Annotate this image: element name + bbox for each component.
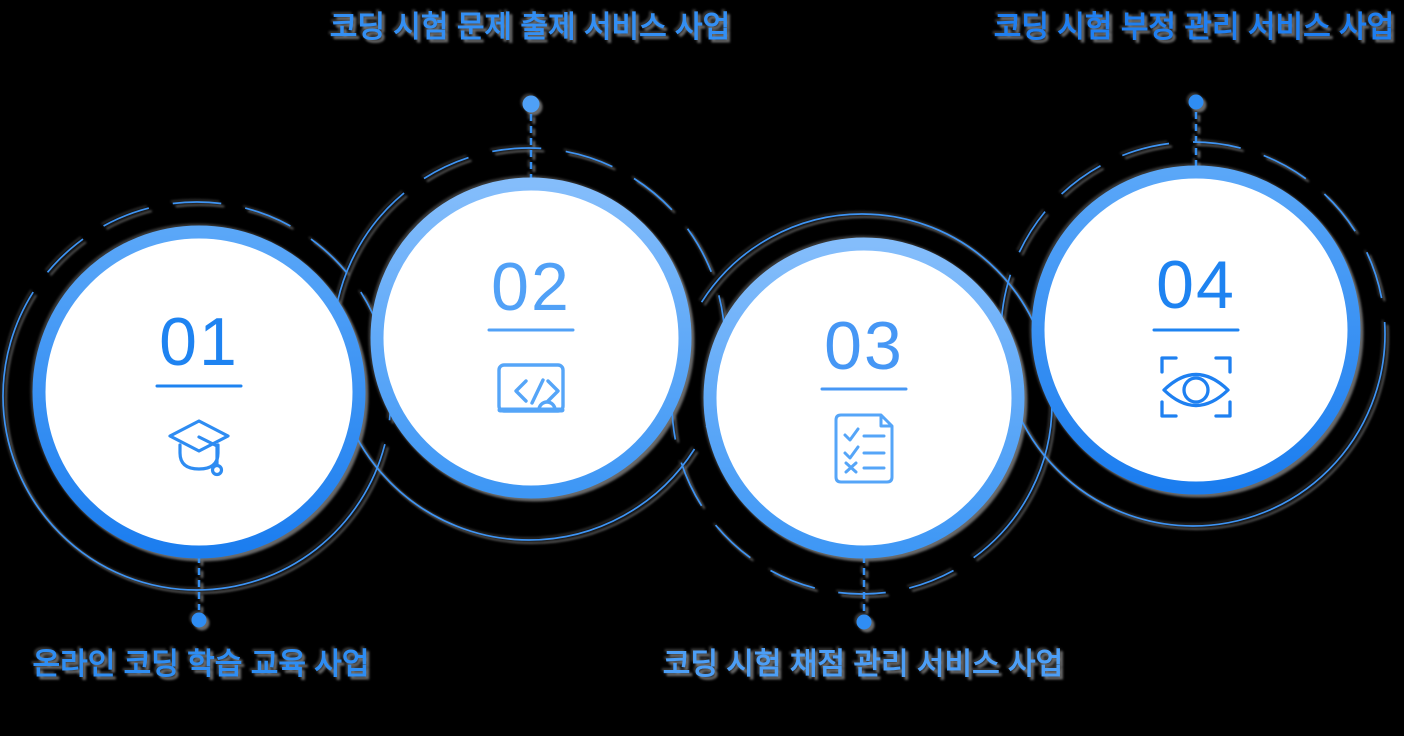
step-label-1: 온라인 코딩 학습 교육 사업 xyxy=(33,648,370,681)
eye-scan-icon xyxy=(1160,356,1232,418)
step-label-3: 코딩 시험 채점 관리 서비스 사업 xyxy=(663,648,1063,681)
step-number-3: 03 xyxy=(824,308,904,384)
connector-dot-1 xyxy=(191,612,207,628)
step-group-1: 01 온라인 코딩 학습 교육 사업 xyxy=(32,225,370,681)
graduation-cap-icon xyxy=(168,419,230,477)
step-circle-3 xyxy=(703,237,1025,559)
code-window-icon xyxy=(497,363,565,413)
checklist-icon xyxy=(834,413,894,484)
step-group-4: 04 코딩 시험 부정 관리 서비스 사업 xyxy=(994,11,1394,495)
step-group-2: 02 코딩 시험 문제 출제 서비스 사업 xyxy=(330,11,730,499)
step-number-4: 04 xyxy=(1156,247,1236,323)
connector-dot-3 xyxy=(856,614,872,630)
step-number-1: 01 xyxy=(159,304,239,380)
step-group-3: 03 코딩 시험 채점 관리 서비스 사업 xyxy=(663,237,1063,681)
connector-dot-2 xyxy=(522,95,540,113)
connector-dot-4 xyxy=(1188,94,1204,110)
step-circle-1 xyxy=(32,225,366,559)
step-label-2: 코딩 시험 문제 출제 서비스 사업 xyxy=(330,11,730,44)
step-number-2: 02 xyxy=(491,249,571,325)
step-label-4: 코딩 시험 부정 관리 서비스 사업 xyxy=(994,11,1394,44)
step-circle-2 xyxy=(370,177,692,499)
